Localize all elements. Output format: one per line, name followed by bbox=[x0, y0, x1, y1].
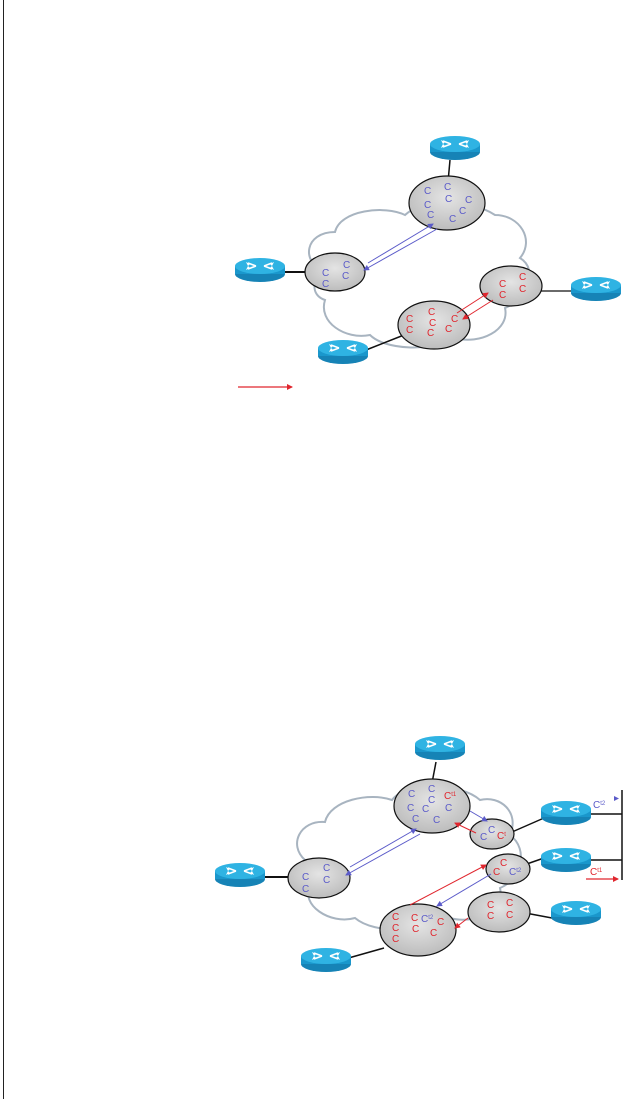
node-label: C bbox=[427, 328, 434, 339]
legend-t1-label: Ct1 bbox=[590, 867, 603, 878]
node-label: C bbox=[342, 271, 349, 282]
node-bottom bbox=[397, 300, 471, 350]
node-label: C bbox=[500, 858, 507, 869]
node-label: C bbox=[487, 911, 494, 922]
node-label: C bbox=[506, 910, 513, 921]
node-label: C bbox=[445, 324, 452, 335]
node-label: C bbox=[445, 803, 452, 814]
node-label: C bbox=[451, 314, 458, 325]
node-label: C bbox=[429, 318, 436, 329]
node-label: C bbox=[408, 789, 415, 800]
router-icon bbox=[540, 847, 592, 873]
node-label: C bbox=[343, 260, 350, 271]
node-label: C bbox=[430, 928, 437, 939]
node-label-t2: Ct2 bbox=[509, 867, 522, 878]
node-label: C bbox=[302, 872, 309, 883]
node-label: C bbox=[428, 784, 435, 795]
node-label: C bbox=[437, 917, 444, 928]
node-top bbox=[393, 778, 471, 834]
node-label: C bbox=[406, 314, 413, 325]
node-label: C bbox=[465, 195, 472, 206]
node-label: C bbox=[322, 268, 329, 279]
node-label: C bbox=[424, 200, 431, 211]
node-bottom bbox=[379, 903, 457, 957]
node-label: C bbox=[392, 923, 399, 934]
router-icon bbox=[429, 135, 481, 161]
router-icon bbox=[317, 339, 369, 365]
node-label: C bbox=[407, 803, 414, 814]
node-label: C bbox=[493, 867, 500, 878]
node-label: C bbox=[428, 307, 435, 318]
router-icon bbox=[234, 257, 286, 283]
page-left-border bbox=[3, 0, 4, 1099]
node-label: C bbox=[480, 832, 487, 843]
node-right bbox=[467, 891, 531, 933]
node-label: C bbox=[412, 924, 419, 935]
diagram-top: C C C C C C C C C C C C C C C C C C C C bbox=[234, 135, 622, 390]
node-label: C bbox=[433, 815, 440, 826]
node-label: C bbox=[406, 325, 413, 336]
node-label: C bbox=[392, 912, 399, 923]
node-label: C bbox=[302, 884, 309, 895]
node-label: C bbox=[459, 206, 466, 217]
diagram-bottom: C C C C C C C C Ct1 C C Ct C C Ct2 C C C… bbox=[214, 735, 623, 973]
node-label: C bbox=[499, 290, 506, 301]
node-right bbox=[479, 265, 543, 307]
node-top bbox=[408, 175, 486, 231]
node-label: C bbox=[445, 194, 452, 205]
node-left bbox=[304, 252, 366, 292]
node-label: C bbox=[519, 272, 526, 283]
node-label: C bbox=[506, 898, 513, 909]
node-label-t2: Ct2 bbox=[421, 914, 434, 925]
router-icon bbox=[414, 735, 466, 761]
router-icon bbox=[540, 800, 592, 826]
legend-t2-label: Ct2 bbox=[593, 800, 606, 811]
node-label: C bbox=[427, 210, 434, 221]
node-left bbox=[287, 857, 351, 899]
node-label: C bbox=[499, 279, 506, 290]
node-label: C bbox=[412, 814, 419, 825]
node-label: C bbox=[411, 913, 418, 924]
router-icon bbox=[300, 947, 352, 973]
node-label: C bbox=[422, 804, 429, 815]
node-label: C bbox=[392, 934, 399, 945]
node-label: C bbox=[424, 186, 431, 197]
router-icon bbox=[214, 862, 266, 888]
router-icon bbox=[550, 900, 602, 926]
node-label: C bbox=[449, 214, 456, 225]
node-label: C bbox=[322, 279, 329, 290]
node-label-t1: Ct1 bbox=[444, 791, 457, 802]
legend-blue-arrowhead bbox=[614, 796, 619, 801]
node-small-top bbox=[469, 818, 515, 850]
node-label: C bbox=[519, 284, 526, 295]
node-label: C bbox=[323, 875, 330, 886]
node-label: C bbox=[488, 825, 495, 836]
node-label: C bbox=[444, 182, 451, 193]
node-label: C bbox=[487, 900, 494, 911]
node-label: C bbox=[323, 863, 330, 874]
node-label: C bbox=[428, 795, 435, 806]
node-label-t: Ct bbox=[497, 831, 506, 842]
router-icon bbox=[570, 276, 622, 302]
